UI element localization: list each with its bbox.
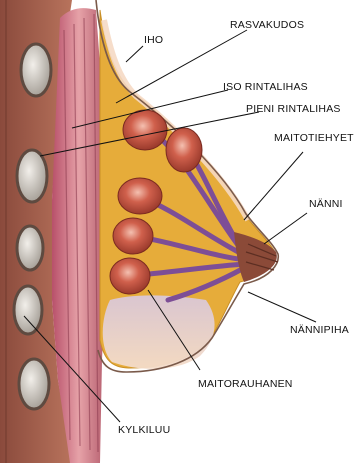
rib-5 [19,359,49,409]
label-fat-tissue: RASVAKUDOS [230,19,304,31]
label-milk-ducts: MAITOTIEHYET [274,132,354,144]
rib-1 [21,44,51,96]
leader-nipple [264,213,307,244]
label-areola: NÄNNIPIHA [290,324,349,336]
rib-4 [14,286,42,334]
leader-skin [126,46,143,62]
label-nipple: NÄNNI [309,198,343,210]
label-rib: KYLKILUU [118,424,170,436]
rib-3 [17,226,43,270]
leader-milk-ducts [244,152,303,220]
label-skin: IHO [144,34,163,46]
leader-areola [248,292,316,322]
rib-2 [17,150,47,202]
label-pectoralis-minor: PIENI RINTALIHAS [246,103,341,115]
label-pectoralis-major: ISO RINTALIHAS [223,81,308,93]
label-mammary-gland: MAITORAUHANEN [198,378,293,390]
